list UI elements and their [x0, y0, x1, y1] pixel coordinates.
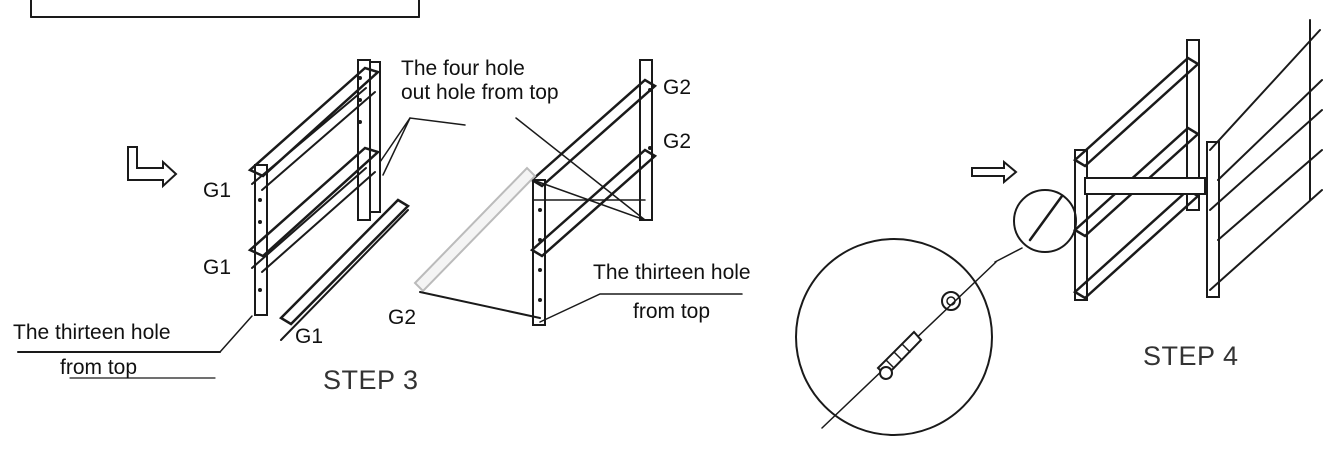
label-g1-mid: G1 [203, 256, 231, 279]
left-arrow-icon [127, 146, 178, 189]
top-left-frame-box [30, 0, 420, 18]
step3-callout-leaders [17, 117, 743, 379]
zoom-small-circle [1013, 189, 1077, 253]
label-thirteen-right-line2: from top [633, 300, 710, 323]
label-four-hole-line1: The four hole [401, 57, 525, 80]
label-step4: STEP 4 [1143, 341, 1239, 371]
label-thirteen-right-line1: The thirteen hole [593, 261, 751, 284]
label-g1-top: G1 [203, 179, 231, 202]
label-four-hole-line2: out hole from top [401, 81, 559, 104]
label-thirteen-left-line1: The thirteen hole [13, 321, 171, 344]
label-g2-top: G2 [663, 76, 691, 99]
label-g2-mid: G2 [663, 130, 691, 153]
label-thirteen-left-line2: from top [60, 356, 137, 379]
label-g2-bottom: G2 [388, 306, 416, 329]
right-arrow-icon [971, 159, 1018, 185]
label-g1-bottom: G1 [295, 325, 323, 348]
zoom-connector [994, 247, 1023, 263]
label-step3: STEP 3 [323, 365, 419, 395]
step4-assembled-rack [1072, 19, 1323, 301]
zoom-detail-circle [795, 238, 997, 436]
step3-right-rack [413, 59, 658, 326]
step3-left-rack [247, 59, 411, 341]
